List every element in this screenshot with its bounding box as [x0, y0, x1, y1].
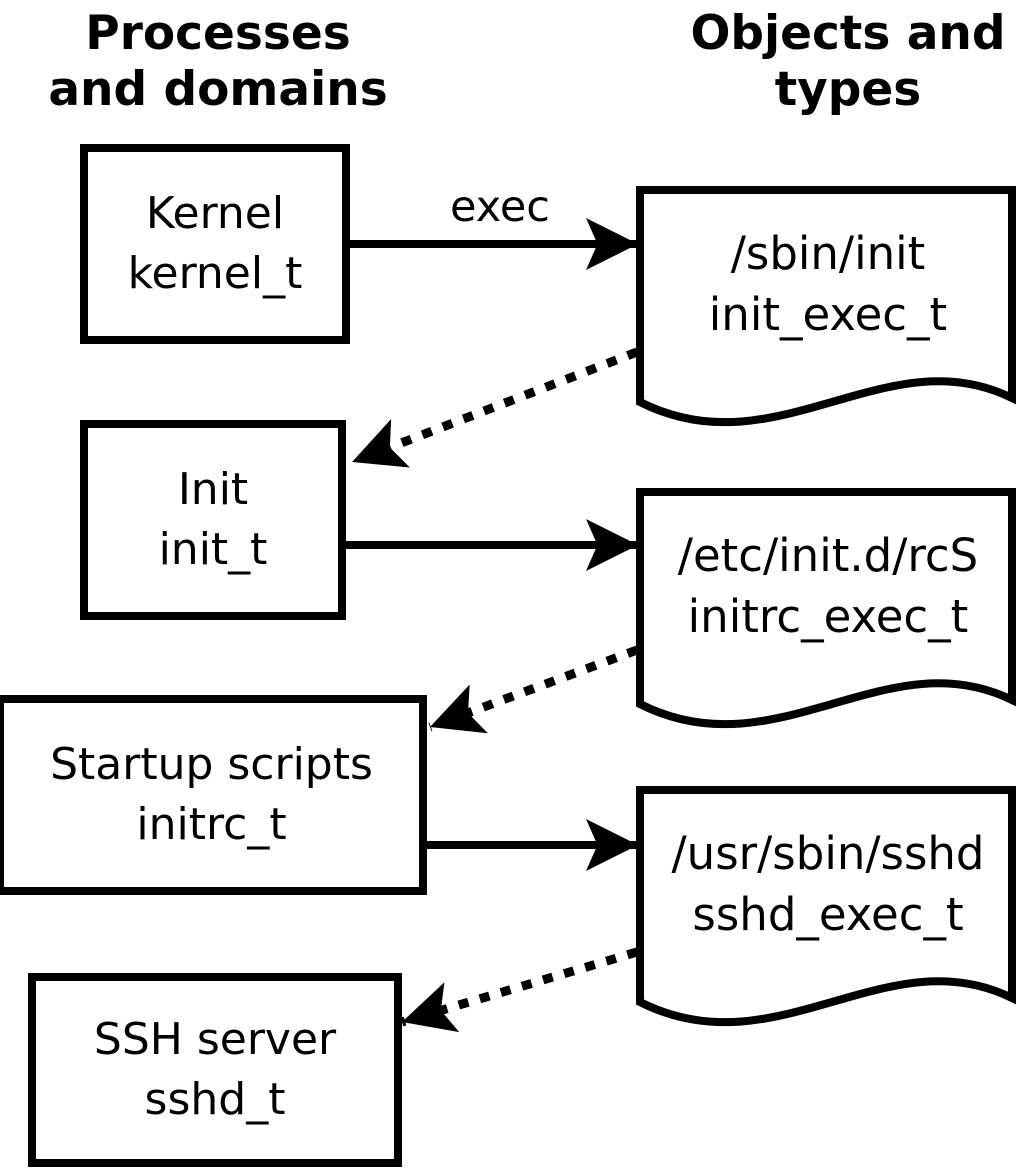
transition-arrow-sshdexec-to-sshd [400, 947, 639, 1033]
file-path: /sbin/init [730, 227, 926, 280]
process-name: Init [177, 464, 249, 515]
document-shape-sbin-init [636, 186, 1016, 427]
file-type-label: sshd_exec_t [692, 888, 964, 941]
exec-arrow-label: exec [450, 182, 550, 232]
file-type-label: init_exec_t [708, 288, 948, 341]
transition-arrow-initrcexec-to-initrc [428, 645, 639, 734]
process-node-startup-scripts: Startup scripts initrc_t [0, 695, 427, 895]
object-node-sbin-init: /sbin/init init_exec_t [640, 190, 1016, 378]
domain-type-label: init_t [158, 524, 268, 575]
file-path: /usr/sbin/sshd [671, 827, 985, 880]
transition-arrow-initexec-to-init [350, 347, 639, 468]
domain-type-label: kernel_t [127, 248, 303, 299]
column-header-objects: Objects and types [690, 6, 1006, 117]
document-shape-usr-sbin-sshd [636, 786, 1016, 1027]
domain-type-label: sshd_t [144, 1074, 286, 1125]
process-node-init: Init init_t [80, 420, 346, 620]
file-type-label: initrc_exec_t [687, 590, 969, 643]
process-node-ssh-server: SSH server sshd_t [28, 973, 402, 1167]
column-header-processes: Processes and domains [48, 6, 388, 117]
process-node-kernel: Kernel kernel_t [80, 144, 350, 344]
process-name: SSH server [93, 1014, 337, 1065]
document-shape-etc-initd-rcs [636, 488, 1016, 729]
object-node-etc-initd-rcs: /etc/init.d/rcS initrc_exec_t [640, 492, 1016, 680]
object-node-usr-sbin-sshd: /usr/sbin/sshd sshd_exec_t [640, 790, 1016, 978]
process-name: Kernel [145, 188, 285, 239]
domain-type-label: initrc_t [136, 799, 287, 850]
file-path: /etc/init.d/rcS [677, 529, 979, 582]
process-name: Startup scripts [50, 739, 373, 790]
